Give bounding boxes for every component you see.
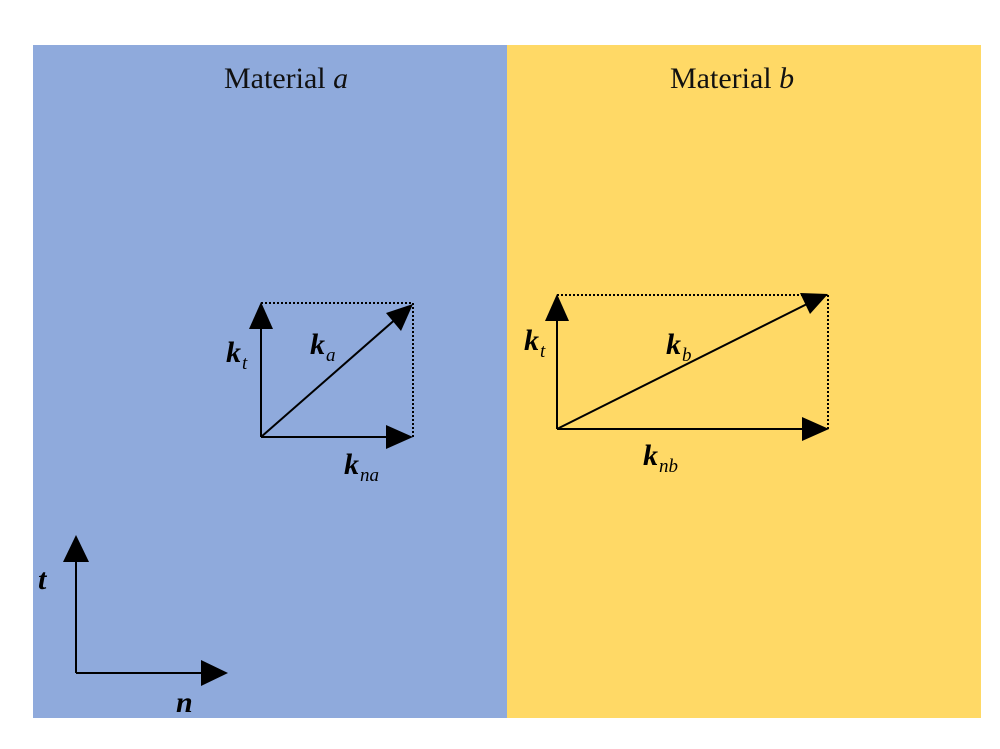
material-a-region: [33, 45, 507, 718]
n-axis-arrow-head: [201, 660, 228, 686]
kt-a-label: kt: [226, 336, 248, 374]
kb-arrow-head: [800, 293, 828, 314]
kt-b-arrow-head: [545, 294, 569, 321]
kna-label: kna: [344, 448, 379, 486]
material-b-title: Material b: [670, 62, 795, 95]
material-b-vectors: [545, 293, 829, 441]
ka-label: ka: [310, 328, 336, 366]
knb-arrow-head: [802, 417, 829, 441]
t-axis-label: t: [38, 563, 47, 596]
material-b-region: [507, 45, 981, 718]
material-a-vectors: [249, 302, 414, 449]
ka-arrow-head: [386, 304, 413, 331]
coordinate-axes: [63, 535, 228, 686]
kt-b-label: kt: [524, 324, 546, 362]
ka-arrow-line: [260, 316, 399, 438]
kb-label: kb: [666, 328, 692, 366]
kb-arrow-line: [556, 302, 810, 430]
knb-label: knb: [643, 439, 678, 477]
kna-arrow-head: [386, 425, 413, 449]
n-axis-label: n: [176, 686, 193, 719]
kt-a-arrow-head: [249, 302, 273, 329]
t-axis-arrow-head: [63, 535, 89, 562]
material-a-title: Material a: [224, 62, 349, 95]
